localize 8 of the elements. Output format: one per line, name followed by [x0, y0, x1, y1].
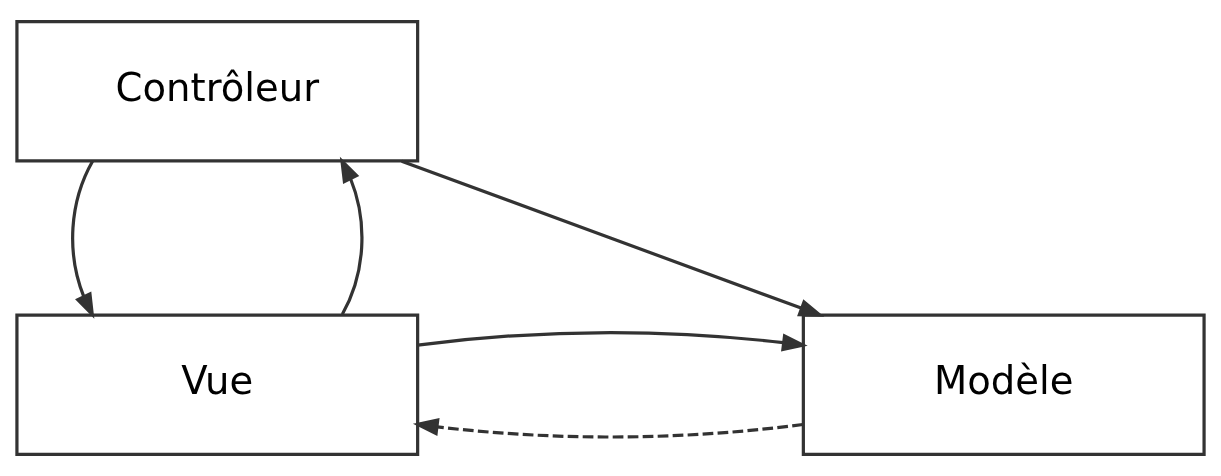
node-box: Contrôleur	[15, 19, 420, 163]
arrow	[412, 418, 804, 439]
node-box: Vue	[15, 313, 420, 457]
arrow	[339, 156, 364, 315]
node-box: Modèle	[801, 313, 1206, 457]
arrow	[71, 160, 95, 319]
arrow	[417, 331, 808, 352]
arrow	[401, 159, 825, 317]
